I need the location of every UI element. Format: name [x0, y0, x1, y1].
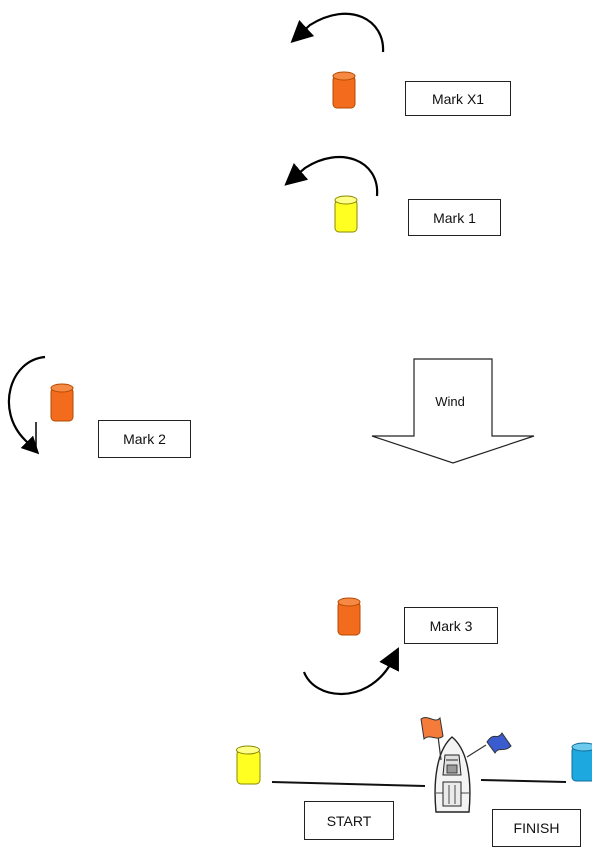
mark-2-label: Mark 2	[98, 420, 191, 458]
finish-pin-buoy	[571, 742, 592, 782]
mark-1-label: Mark 1	[408, 199, 501, 236]
mark-1-buoy	[334, 195, 358, 233]
mark-1-rounding-arrow	[284, 156, 379, 197]
finish-line	[480, 779, 567, 783]
wind-arrow	[371, 358, 535, 464]
mark-3-label: Mark 3	[404, 607, 498, 644]
finish-label: FINISH	[492, 809, 581, 847]
mark-x1-rounding-arrow	[290, 12, 385, 53]
start-label: START	[304, 801, 394, 840]
mark-3-rounding-arrow	[302, 647, 399, 696]
mark-x1-label: Mark X1	[405, 81, 511, 116]
mark-2-buoy	[50, 383, 74, 422]
blue-flag	[466, 732, 512, 758]
mark-2-rounding-arrow	[7, 355, 46, 455]
orange-flag	[420, 716, 444, 761]
mark-3-buoy	[337, 597, 361, 636]
start-pin-buoy	[236, 745, 261, 785]
motorboat-icon	[434, 736, 471, 813]
mark-x1-buoy	[332, 71, 356, 109]
wind-label: Wind	[435, 394, 465, 409]
start-line	[271, 781, 426, 787]
